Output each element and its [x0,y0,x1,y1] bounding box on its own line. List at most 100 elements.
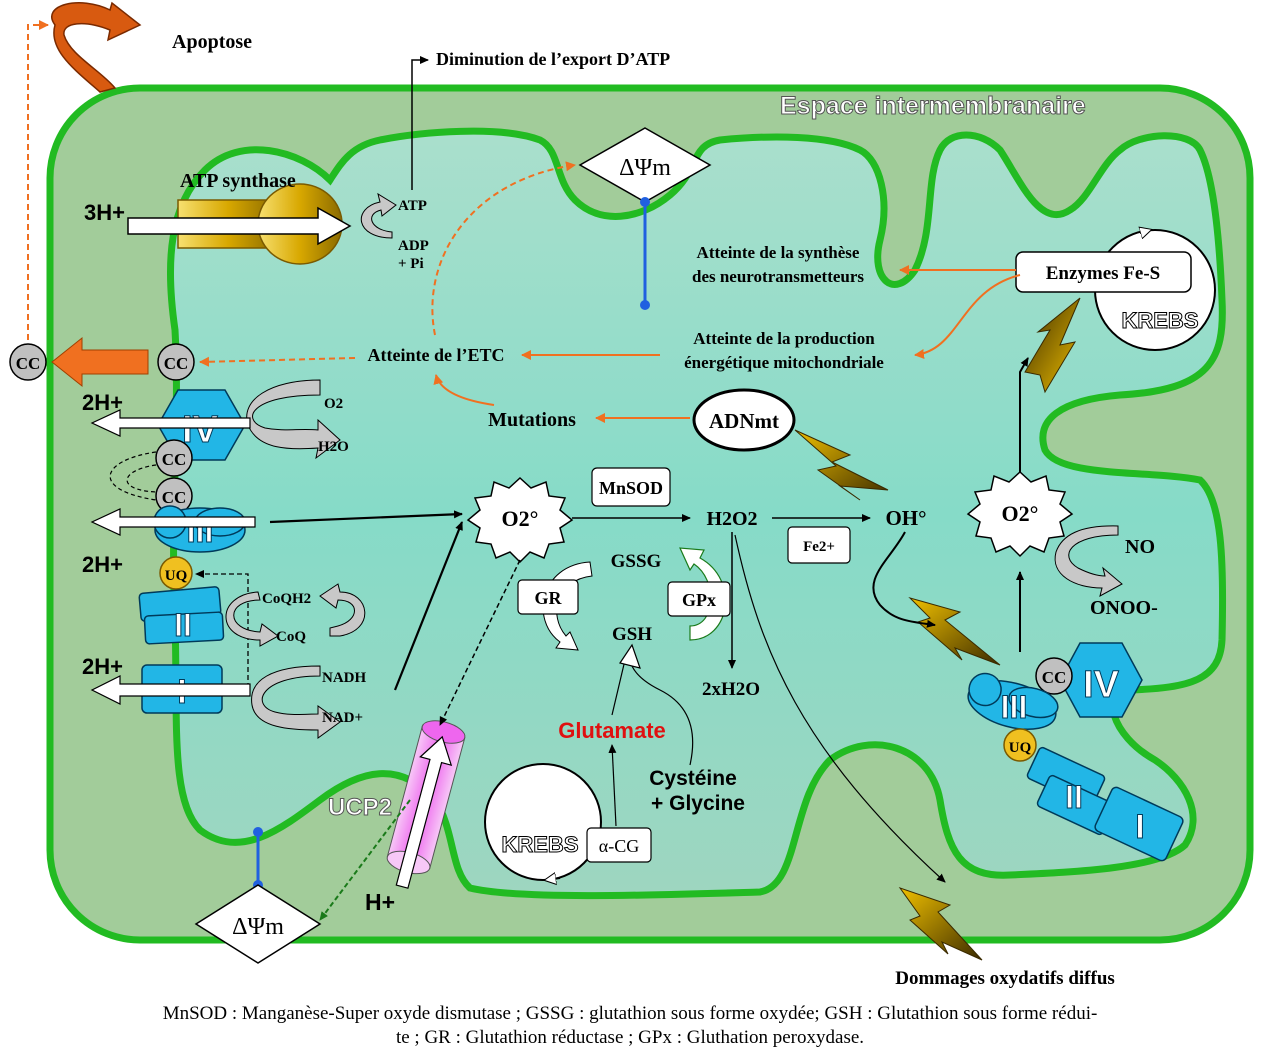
svg-text:ONOO-: ONOO- [1090,597,1158,619]
atp-formation-arrow [360,192,397,239]
etc-damage-label: Atteinte de l’ETC [368,345,505,365]
lightning-bolt-adnmt [794,429,889,501]
nadh-oxidation-arrow [251,665,341,739]
membrane-potential-bottom [194,884,322,964]
mitochondria-diagram: Apoptose CC Diminution de l’export D’ATP… [9,1,1254,989]
svg-text:Atteinte de la synthèse: Atteinte de la synthèse [697,243,860,262]
lightning-bolt-ohradical [908,597,1001,666]
svg-text:GPx: GPx [682,590,716,610]
svg-text:CC: CC [164,354,189,373]
cc-inside [157,343,195,381]
svg-text:UQ: UQ [165,568,188,584]
uq-right [1003,728,1037,762]
acg-box [586,827,652,863]
protons-2h-b: 2H+ [82,552,123,577]
glutamate-label: Glutamate [558,718,666,743]
protons-2h-c: 2H+ [82,654,123,679]
cc-outside [9,343,47,381]
adnmt-ellipse [692,388,796,452]
complex-iv-right [1059,642,1143,718]
ucp2-label: UCP2 [328,794,392,821]
atp-export-label: Diminution de l’export D’ATP [436,49,670,69]
svg-text:O2: O2 [324,396,343,412]
gpx-box [667,581,731,617]
superoxide-star-main [466,476,574,564]
krebs-cycle-bottom [484,763,602,881]
svg-text:NAD+: NAD+ [322,710,363,726]
svg-text:II: II [1065,779,1083,815]
mutations-label: Mutations [488,409,576,431]
svg-text:IV: IV [182,409,219,451]
atp-synthase [127,183,352,265]
svg-text:CC: CC [162,450,187,469]
svg-text:Cystéine: Cystéine [649,767,737,790]
svg-text:KREBS: KREBS [1121,308,1198,333]
svg-text:ADNmt: ADNmt [709,409,779,433]
svg-text:énergétique mitochondriale: énergétique mitochondriale [684,353,884,372]
lightning-bolt-diffuse [898,887,983,961]
svg-text:NADH: NADH [322,670,366,686]
cc-to-apoptosis-line [27,20,49,340]
svg-text:H2O: H2O [318,439,349,455]
lightning-bolt-fes [1024,297,1081,394]
coq-cycle-arrow [225,591,279,647]
protons-2h-a: 2H+ [82,390,123,415]
h2o2-label: H2O2 [706,508,757,530]
atp-export-line [411,56,429,190]
svg-text:I: I [1135,808,1144,846]
protons-3h: 3H+ [84,200,125,225]
cc-release-arrow [51,336,149,388]
svg-text:NO: NO [1125,536,1155,558]
h-plus-label: H+ [365,889,395,915]
no-reaction-arrow [1054,525,1123,597]
svg-text:2xH2O: 2xH2O [702,679,760,700]
svg-text:ATP: ATP [398,198,427,214]
svg-text:KREBS: KREBS [501,832,578,857]
svg-text:II: II [174,607,192,643]
o2-reduction-arrow-c4 [246,379,341,460]
complex-ii-left [138,586,225,645]
svg-text:O2°: O2° [502,506,539,531]
cc-1 [155,439,193,477]
uq-left [159,556,193,590]
superoxide-star-right [966,470,1074,558]
svg-text:GSH: GSH [612,624,652,645]
atp-synthase-label: ATP synthase [180,170,296,192]
complex-i-right [1094,786,1184,862]
gr-box [517,579,579,615]
diffuse-damage-label: Dommages oxydatifs diffus [895,968,1115,989]
svg-text:CC: CC [162,488,187,507]
legend-line-2: te ; GR : Glutathion réductase ; GPx : G… [395,1027,865,1048]
hydroxyl-label: OH° [885,506,926,530]
svg-text:III: III [1001,689,1028,725]
svg-text:des neurotransmetteurs: des neurotransmetteurs [692,267,864,286]
svg-text:α-CG: α-CG [599,836,639,856]
svg-text:ADP: ADP [398,238,429,254]
svg-text:CoQ: CoQ [276,629,306,645]
svg-text:+ Glycine: + Glycine [651,792,745,815]
fes-enzymes-box [1015,251,1192,293]
svg-text:O2°: O2° [1002,501,1039,526]
svg-text:+ Pi: + Pi [398,256,424,272]
svg-text:GSSG: GSSG [611,551,662,572]
apoptosis-label: Apoptose [172,31,252,53]
intermembrane-label: Espace intermembranaire [780,92,1086,120]
mnsod-box [591,467,671,507]
svg-text:UQ: UQ [1009,740,1032,756]
svg-text:ΔΨm: ΔΨm [232,914,284,940]
svg-text:Atteinte de la production: Atteinte de la production [693,329,875,348]
legend-caption: MnSOD : Manganèse-Super oxyde dismutase … [60,1002,1200,1050]
svg-text:CC: CC [1042,668,1067,687]
apoptosis-curved-arrow [51,1,142,93]
svg-text:IV: IV [1083,664,1120,706]
etc-to-potential-arrow [431,161,576,336]
svg-text:ΔΨm: ΔΨm [619,155,671,181]
svg-text:CC: CC [16,354,41,373]
legend-line-1: MnSOD : Manganèse-Super oxyde dismutase … [162,1003,1098,1024]
svg-text:CoQH2: CoQH2 [262,591,311,607]
svg-text:GR: GR [535,588,563,608]
svg-text:MnSOD: MnSOD [599,478,663,498]
fe2-box [787,526,851,564]
cc-right [1035,657,1073,695]
svg-text:Fe2+: Fe2+ [803,539,835,555]
